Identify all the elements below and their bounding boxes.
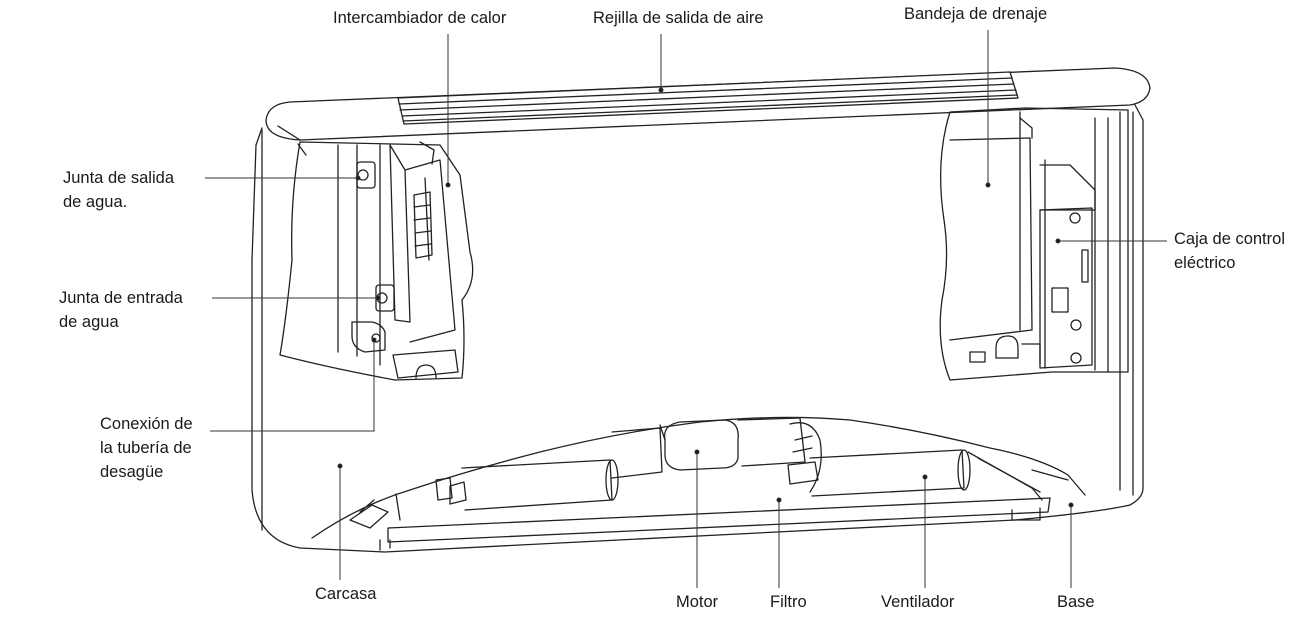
label-conexion-tuberia-desague: Conexión de la tubería de desagüe: [100, 412, 193, 484]
label-ventilador: Ventilador: [881, 593, 955, 611]
label-junta-entrada-line-2: de agua: [59, 313, 119, 331]
casing-outline: [251, 104, 1144, 553]
right-cutaway: [939, 107, 1129, 381]
label-carcasa: Carcasa: [315, 585, 377, 603]
blower-assembly: [349, 417, 1069, 529]
leader-lines: [205, 30, 1167, 588]
label-junta-de-entrada-de-agua: Junta de entrada de agua: [59, 286, 183, 334]
label-conexion-line-3: desagüe: [100, 463, 164, 481]
label-caja-line-1: Caja de control: [1174, 230, 1285, 248]
label-junta-salida-line-2: de agua.: [63, 193, 128, 211]
label-motor: Motor: [676, 593, 719, 611]
label-rejilla-de-salida-de-aire: Rejilla de salida de aire: [593, 9, 764, 27]
label-junta-salida-line-1: Junta de salida: [63, 169, 174, 187]
label-conexion-line-2: la tubería de: [100, 439, 192, 457]
label-junta-de-salida-de-agua: Junta de salida de agua.: [63, 166, 174, 214]
left-cutaway: [279, 141, 474, 381]
label-bandeja-de-drenaje: Bandeja de drenaje: [904, 5, 1048, 23]
label-conexion-line-1: Conexión de: [100, 415, 193, 433]
label-base: Base: [1057, 593, 1095, 611]
air-outlet-grille: [397, 71, 1019, 125]
label-caja-line-2: eléctrico: [1174, 254, 1236, 272]
label-caja-de-control-electrico: Caja de control eléctrico: [1174, 227, 1285, 275]
label-junta-entrada-line-1: Junta de entrada: [59, 289, 183, 307]
label-filtro: Filtro: [770, 593, 807, 611]
lower-cutaway: [311, 416, 1086, 551]
label-intercambiador-de-calor: Intercambiador de calor: [333, 9, 507, 27]
